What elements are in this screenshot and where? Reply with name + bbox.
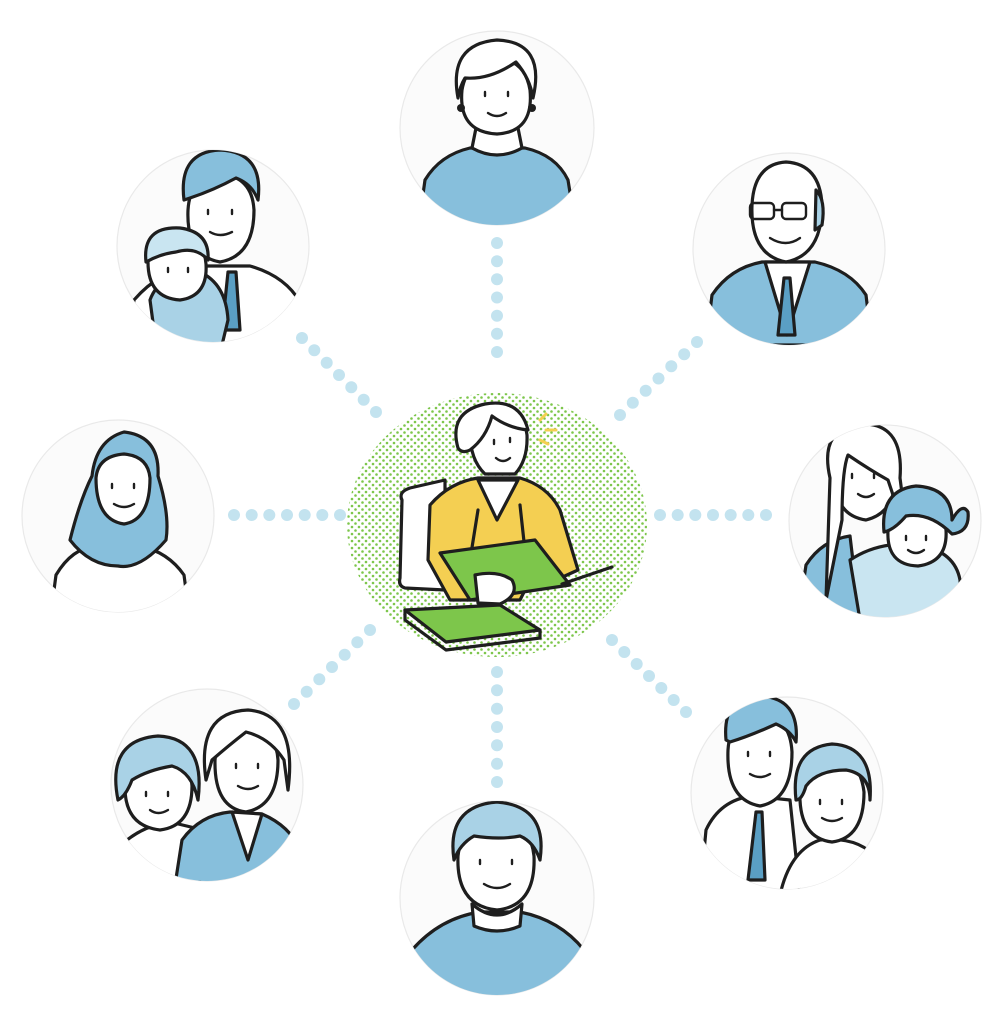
person-bottom-right-man-mother — [690, 696, 884, 890]
connector-dot-right — [671, 509, 684, 521]
connector-dot-bottom-right — [680, 706, 692, 718]
connector-dot-top-left — [296, 332, 308, 344]
person-bottom-elderly-man — [399, 800, 595, 996]
connector-dot-top-left — [333, 369, 345, 381]
father-hair — [181, 150, 261, 202]
connector-dot-top-right — [691, 336, 703, 348]
connector-dot-top — [491, 327, 503, 340]
green-folder-held — [438, 538, 572, 602]
connector-dot-left — [228, 509, 240, 521]
connector-dot-top-right — [652, 372, 665, 385]
connector-dot-bottom — [491, 684, 503, 697]
elderly-face — [750, 160, 824, 264]
connector-dot-bottom-left — [300, 685, 313, 698]
connector-dot-bottom-right — [606, 634, 618, 646]
connector-dot-left — [263, 509, 276, 521]
connector-dot-bottom — [491, 739, 503, 752]
connector-dot-top — [491, 255, 503, 268]
connector-dot-left — [298, 509, 311, 521]
child-hair — [882, 484, 970, 536]
tie — [776, 276, 797, 337]
connector-dot-bottom-right — [643, 670, 655, 682]
connector-dot-top-left — [345, 381, 358, 394]
connector-dot-top-left — [308, 344, 321, 357]
connector-dot-top-left — [370, 406, 382, 418]
connector-dot-bottom-left — [338, 648, 351, 661]
connector-dot-top-right — [614, 409, 626, 421]
connector-dot-top-right — [626, 396, 639, 409]
person-top-right-elderly-man — [692, 152, 886, 346]
connector-dot-bottom-right — [630, 658, 643, 670]
connector-dot-bottom-right — [667, 694, 680, 706]
connector-dot-top-right — [639, 384, 652, 397]
woman-hair — [454, 38, 538, 100]
person-left-hijab — [21, 419, 215, 613]
connector-dot-bottom-left — [326, 661, 338, 673]
blue-top — [416, 146, 578, 225]
connector-dot-left — [334, 509, 346, 521]
connector-dot-bottom-left — [351, 636, 364, 649]
connector-dot-top-right — [665, 360, 678, 373]
connector-dot-bottom — [491, 721, 503, 733]
person-top-woman — [399, 30, 595, 226]
connector-dot-right — [742, 509, 755, 521]
connector-dot-right — [707, 509, 719, 521]
blue-sweater — [403, 910, 592, 995]
connector-dots — [228, 237, 772, 788]
woman-hair — [202, 708, 292, 792]
connector-dot-top-left — [357, 393, 370, 406]
elderly-woman-hair — [114, 734, 201, 802]
elderly-mother-hair — [793, 742, 872, 802]
advisor-hair — [454, 401, 530, 454]
connector-dot-bottom-right — [655, 682, 668, 694]
connector-dot-right — [760, 509, 772, 521]
advisor-hand — [473, 571, 516, 606]
connector-dot-bottom — [491, 776, 503, 788]
connector-dot-bottom-right — [618, 646, 631, 658]
connector-dot-top — [491, 237, 503, 249]
person-top-left-father-baby — [116, 149, 310, 343]
connector-dot-top — [491, 291, 503, 304]
connector-dot-left — [245, 509, 258, 521]
connector-dot-bottom — [491, 666, 503, 678]
connector-dot-bottom-left — [364, 624, 376, 636]
connector-dot-top — [491, 309, 503, 322]
connector-dot-top — [491, 273, 503, 286]
connector-dot-bottom-left — [288, 698, 300, 710]
connector-dot-top-right — [678, 348, 691, 361]
connector-dot-left — [316, 509, 329, 521]
connector-dot-right — [654, 509, 666, 521]
connector-dot-bottom — [491, 757, 503, 770]
tie — [746, 810, 767, 882]
connector-dot-right — [689, 509, 702, 521]
hijab-face — [94, 452, 152, 526]
center-advisor — [347, 393, 647, 657]
connector-dot-right — [724, 509, 737, 521]
baby-hair — [144, 226, 210, 264]
connector-dot-top-left — [320, 356, 333, 369]
elderly-man-hair — [451, 801, 543, 862]
connector-dot-bottom — [491, 702, 503, 715]
connector-dot-left — [281, 509, 293, 521]
person-bottom-left-women — [110, 688, 304, 882]
connector-dot-top — [491, 346, 503, 358]
connector-dot-bottom-left — [313, 673, 326, 686]
person-right-mother-child — [788, 424, 982, 618]
